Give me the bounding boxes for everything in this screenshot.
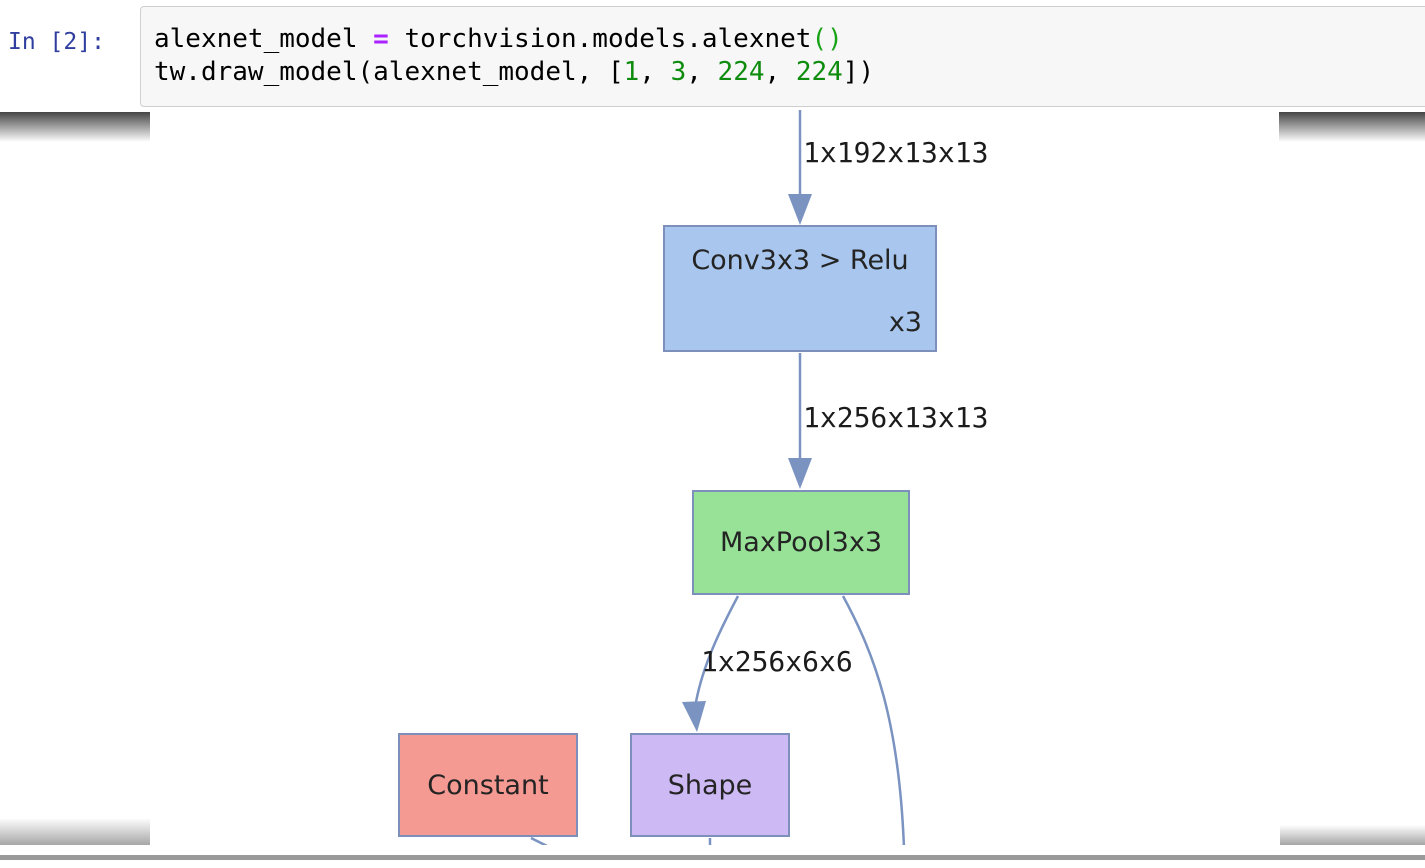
code-token: ,	[764, 57, 796, 87]
edge-stub-constant	[530, 836, 548, 845]
cell-execution-prompt: In [2]:	[8, 29, 105, 55]
model-graph-output: 1x192x13x13 1x256x13x13 1x256x6x6 Conv3x…	[0, 110, 1425, 845]
code-line-1: alexnet_model = torchvision.models.alexn…	[154, 24, 843, 54]
code-token: tw.draw_model(alexnet_model, [	[154, 57, 624, 87]
graph-node-conv-relu: Conv3x3 > Relu x3	[663, 225, 937, 352]
clip-shadow-bottom-right	[1280, 825, 1425, 845]
graph-node-constant: Constant	[398, 733, 578, 837]
arrowhead-into-shape	[682, 701, 706, 732]
edge-label-1x256x13x13: 1x256x13x13	[803, 401, 989, 434]
code-line-2: tw.draw_model(alexnet_model, [1, 3, 224,…	[154, 57, 874, 87]
edge-label-1x256x6x6: 1x256x6x6	[701, 645, 853, 678]
node-label: Conv3x3 > Relu	[691, 245, 909, 276]
arrowhead-into-conv	[788, 194, 812, 225]
clip-shadow-top-right	[1279, 112, 1425, 142]
code-editor[interactable]: alexnet_model = torchvision.models.alexn…	[140, 6, 1425, 107]
edge-line-maxpool-to-shape	[694, 595, 740, 703]
graph-edges	[530, 110, 906, 845]
code-token-number: 224	[717, 57, 765, 87]
code-token: ,	[686, 57, 718, 87]
code-token-number: 3	[670, 57, 687, 87]
code-token-number: 224	[795, 57, 843, 87]
node-label: Shape	[667, 769, 753, 801]
arrowhead-into-maxpool	[788, 458, 812, 489]
bottom-scrollbar-track[interactable]	[0, 855, 1425, 860]
graph-node-shape: Shape	[630, 733, 790, 837]
node-repeat-badge: x3	[888, 307, 922, 338]
clip-shadow-top-left	[0, 112, 150, 142]
code-token: ,	[639, 57, 671, 87]
node-label: Constant	[427, 769, 549, 801]
edge-line-maxpool-down	[841, 595, 906, 845]
code-token-number: 1	[623, 57, 640, 87]
code-token-operator: =	[373, 24, 389, 54]
code-token: ])	[842, 57, 875, 87]
clip-shadow-bottom-left	[0, 818, 150, 845]
node-label: MaxPool3x3	[719, 527, 882, 558]
graph-node-maxpool: MaxPool3x3	[692, 490, 910, 595]
code-token: alexnet_model	[154, 24, 374, 54]
code-token: torchvision.models.alexnet	[388, 24, 812, 54]
edge-label-1x192x13x13: 1x192x13x13	[803, 136, 989, 169]
code-token-parens: ()	[811, 24, 843, 54]
